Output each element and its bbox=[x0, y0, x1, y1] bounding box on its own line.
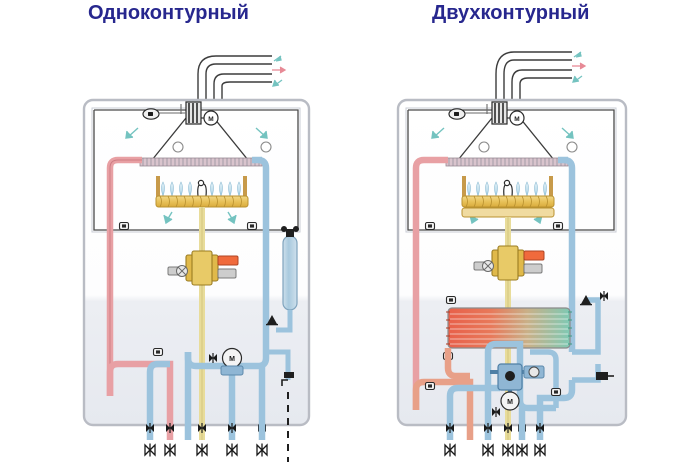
pressure-switch-single bbox=[142, 108, 160, 120]
burner-double bbox=[461, 195, 555, 218]
dhw-out-double bbox=[412, 378, 474, 440]
ignition-electrodes-double bbox=[503, 179, 513, 197]
cold-in-double bbox=[536, 380, 576, 440]
sight-glass-double bbox=[478, 141, 490, 153]
fan-motor-double: M bbox=[509, 110, 525, 126]
cold-tee-single bbox=[146, 360, 170, 378]
return-pipe-double bbox=[558, 156, 576, 352]
drain-cock-single bbox=[281, 372, 294, 386]
return-pipe-single bbox=[252, 156, 270, 352]
panel-title-single: Одноконтурный bbox=[88, 2, 249, 24]
lower-sensor-single bbox=[152, 347, 164, 357]
heating-return-double bbox=[484, 340, 556, 412]
burner-single bbox=[155, 195, 249, 208]
sight-glass-2-double bbox=[566, 141, 578, 153]
panel-double-circuit: M bbox=[396, 51, 628, 458]
burner-post-right-double bbox=[549, 176, 553, 200]
dhw-hx-link-double bbox=[444, 348, 470, 380]
coaxial-flue-single bbox=[197, 55, 272, 100]
svg-text:M: M bbox=[514, 116, 519, 123]
primary-exchanger-double bbox=[445, 157, 569, 167]
svg-text:M: M bbox=[229, 356, 235, 363]
air-flow-arrows-single bbox=[125, 127, 268, 225]
three-way-valve-double[interactable]: M bbox=[490, 363, 530, 411]
drain-cock-double bbox=[596, 372, 614, 380]
combustion-chamber-double bbox=[407, 109, 615, 231]
bypass-double bbox=[530, 349, 559, 408]
pressure-switch-double bbox=[448, 108, 466, 120]
bottom-connections-double bbox=[444, 408, 546, 458]
burner-post-left-double bbox=[462, 176, 466, 200]
fan-motor-single: M bbox=[203, 110, 219, 126]
expansion-vessel-single bbox=[276, 226, 299, 333]
panel-single-circuit: M bbox=[82, 55, 311, 462]
flue-arrows-single bbox=[272, 55, 287, 87]
svg-text:M: M bbox=[208, 116, 213, 123]
primary-exchanger-single bbox=[139, 157, 263, 167]
bottom-connections-single bbox=[144, 366, 268, 458]
cold-lower-single bbox=[228, 352, 270, 440]
circulation-pump-double bbox=[523, 365, 545, 379]
burner-post-left-single bbox=[156, 176, 160, 200]
flow-sensor-single bbox=[118, 221, 130, 231]
burner-post-right-single bbox=[243, 176, 247, 200]
panel-title-double: Двухконтурный bbox=[432, 2, 590, 24]
return-sensor-double bbox=[552, 221, 564, 231]
safety-group-double bbox=[572, 290, 614, 383]
burner-flames-single bbox=[161, 181, 241, 197]
flow-pipe-double bbox=[412, 156, 448, 410]
coaxial-flue-double bbox=[495, 51, 572, 100]
dhw-sensor-double bbox=[424, 381, 436, 391]
relief-line-single bbox=[266, 349, 291, 380]
sight-glass-single bbox=[172, 141, 184, 153]
flue-arrows-double bbox=[572, 51, 587, 83]
heating-flow-double bbox=[446, 384, 500, 440]
burner-flames-double bbox=[467, 181, 547, 197]
sight-glass-2-single bbox=[260, 141, 272, 153]
gas-valve-double bbox=[473, 245, 545, 281]
pressure-sensor-double bbox=[550, 387, 562, 397]
return-sensor-single bbox=[246, 221, 258, 231]
flow-sensor-double bbox=[424, 221, 436, 231]
gas-valve-single bbox=[167, 250, 239, 286]
svg-text:M: M bbox=[507, 399, 513, 406]
hot-lower-single bbox=[106, 360, 174, 440]
hx-top-sensor-double bbox=[445, 295, 457, 305]
circulation-pump-single: M bbox=[220, 347, 244, 376]
ignition-electrodes-single bbox=[197, 179, 207, 197]
